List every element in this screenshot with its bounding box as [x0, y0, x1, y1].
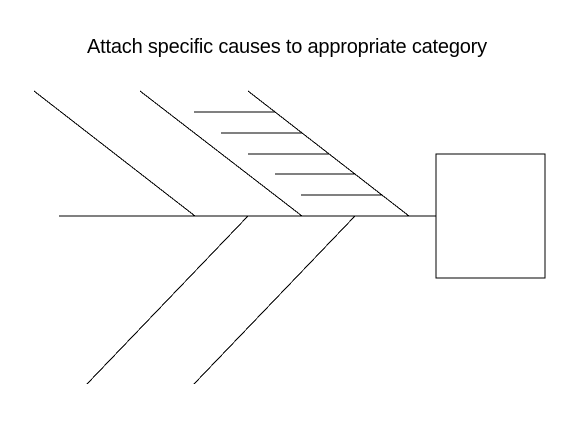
category-bone-bottom-2 [193, 215, 356, 385]
diagram-title: Attach specific causes to appropriate ca… [87, 36, 487, 58]
category-bone-top-1 [33, 90, 196, 217]
category-bone-bottom-1 [86, 215, 249, 385]
category-bone-top-2 [139, 90, 303, 217]
effect-box[interactable] [435, 153, 546, 279]
